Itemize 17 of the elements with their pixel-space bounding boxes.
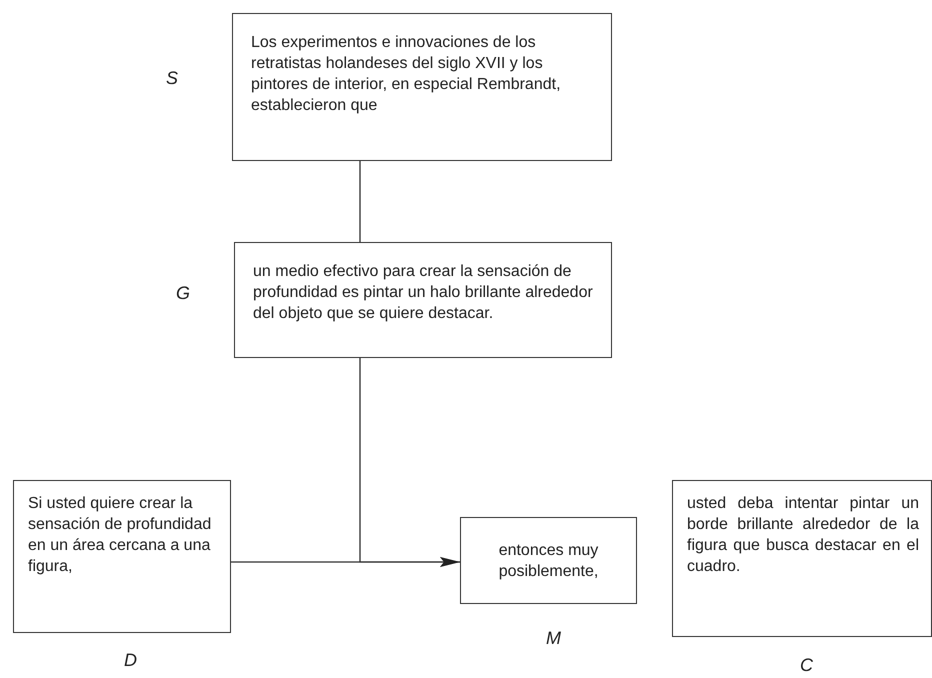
box-text: Los experimentos e innovaciones de los retratistas holandeses del siglo XVII y los pintores de interior, en especial Rembrandt, establecieron que <box>251 33 562 116</box>
text-box <box>13 480 231 633</box>
node-letter: S <box>166 68 178 89</box>
text-box <box>460 517 637 604</box>
node-letter: D <box>124 650 137 671</box>
text-box <box>232 13 612 161</box>
box-text: un medio efectivo para crear la sensación de profundidad es pintar un halo brillante alrededor del objeto que se quiere destacar. <box>253 262 593 324</box>
box-text: entonces muy posiblemente, <box>498 540 600 582</box>
box-text: usted deba intentar pintar un borde brillante alrededor de la figura que busca destacar en el cuadro. <box>687 494 919 577</box>
text-box <box>672 480 932 637</box>
box-text: Si usted quiere crear la sensación de profundidad en un área cercana a una figura, <box>28 494 212 577</box>
node-letter: G <box>176 283 190 304</box>
node-letter: C <box>800 655 813 676</box>
text-box <box>234 242 612 358</box>
node-letter: M <box>546 628 561 649</box>
arrow <box>231 557 460 567</box>
connector-line <box>359 161 361 242</box>
